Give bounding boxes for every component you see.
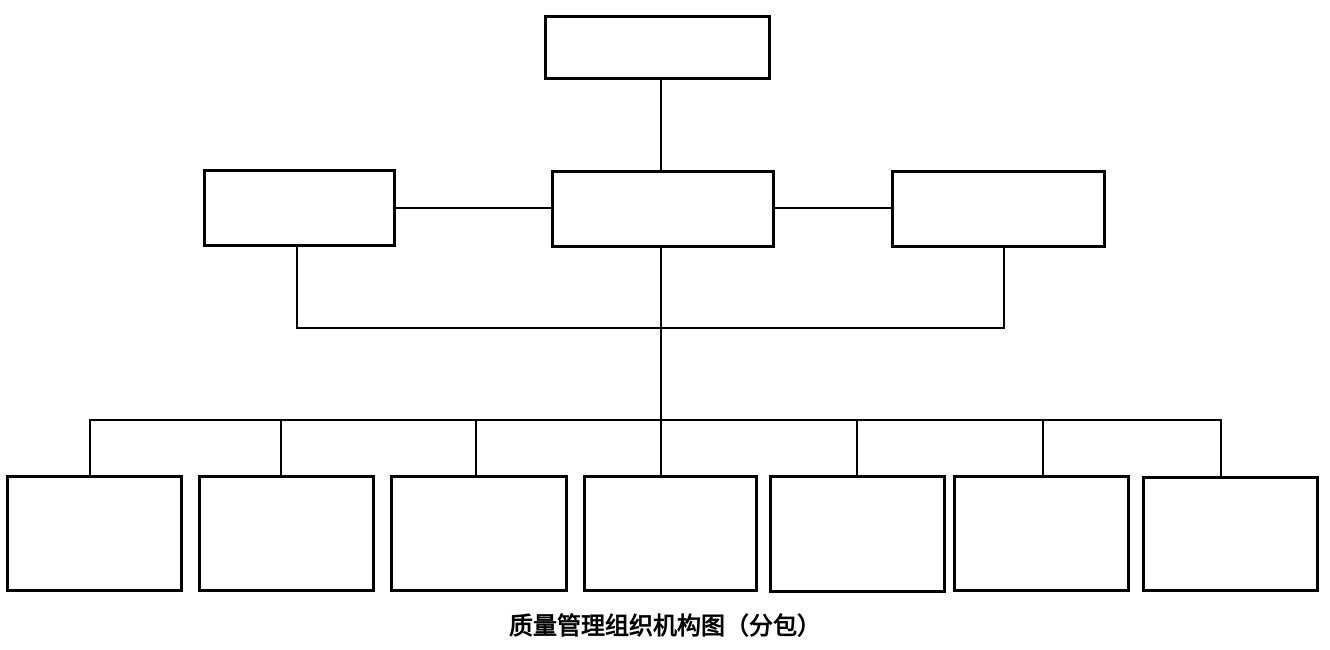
diagram-caption: 质量管理组织机构图（分包） bbox=[509, 614, 821, 640]
org-box-top bbox=[544, 15, 771, 80]
org-box-bottom-1 bbox=[6, 475, 183, 592]
org-box-mid-center bbox=[551, 170, 775, 248]
org-box-mid-right bbox=[891, 170, 1106, 248]
org-box-bottom-6 bbox=[953, 475, 1130, 592]
org-box-bottom-2 bbox=[198, 475, 375, 592]
org-box-mid-left bbox=[203, 169, 396, 247]
org-box-bottom-5 bbox=[769, 475, 946, 593]
org-box-bottom-3 bbox=[390, 475, 568, 592]
org-box-bottom-7 bbox=[1142, 476, 1319, 592]
org-box-bottom-4 bbox=[583, 475, 758, 592]
